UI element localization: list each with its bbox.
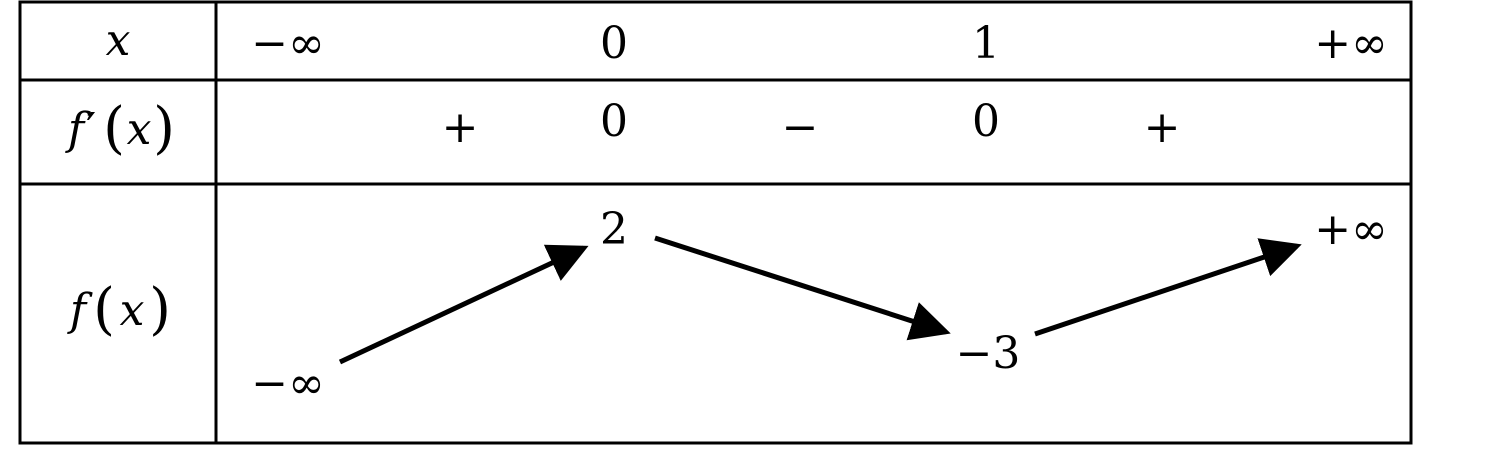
svg-text:(: ( [103, 96, 125, 161]
sign-plus-1: + [442, 102, 479, 153]
f-value-start: −∞ [251, 358, 325, 409]
row-label-function: f ( x ) [67, 277, 171, 342]
x-value-1: 1 [972, 18, 1000, 69]
derivative-prime: ′ [86, 104, 96, 155]
x-value-0: 0 [600, 18, 628, 69]
derivative-zero-1: 0 [600, 96, 628, 147]
derivative-arg: x [127, 104, 152, 155]
row-label-derivative: f′ ( x ) [65, 96, 175, 161]
svg-text:): ) [153, 96, 175, 161]
decrease-arrow [654, 235, 951, 341]
increase-arrow-1 [338, 244, 589, 365]
sign-minus: − [782, 102, 819, 153]
x-value-neg-inf: −∞ [251, 18, 325, 69]
f-value-end: +∞ [1314, 204, 1388, 255]
function-f: f [67, 285, 93, 336]
svg-text:(: ( [93, 277, 115, 342]
x-value-pos-inf: +∞ [1314, 18, 1388, 69]
derivative-zero-2: 0 [972, 96, 1000, 147]
f-value-max: 2 [600, 204, 628, 255]
row-label-x: x [106, 15, 131, 66]
svg-text:): ) [149, 277, 171, 342]
table-border [18, 0, 1413, 445]
sign-plus-2: + [1144, 102, 1181, 153]
function-arg: x [120, 285, 145, 336]
f-value-min: −3 [956, 328, 1021, 379]
svg-text:f′: f′ [65, 104, 96, 155]
increase-arrow-2 [1034, 238, 1302, 337]
